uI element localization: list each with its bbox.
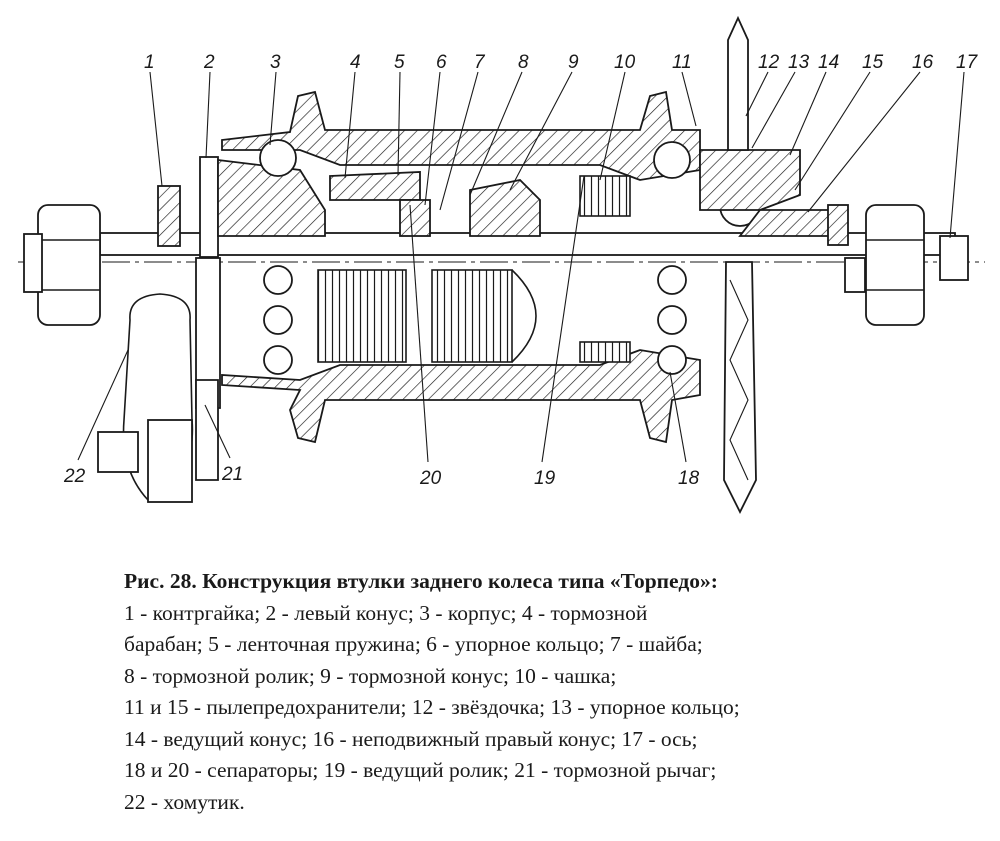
callout-5: 5: [394, 52, 405, 73]
hub-cross-section-drawing: 1 2 3 4 5 6 7 8 9 10 11 12 13 14 15 16 1…: [18, 15, 985, 515]
band-spring-and-brake-cone: [399, 175, 631, 363]
caption-line: 18 и 20 - сепараторы; 19 - ведущий ролик…: [124, 758, 717, 782]
callout-14: 14: [818, 52, 839, 73]
left-nut: [23, 204, 101, 326]
callout-10: 10: [614, 52, 636, 73]
callout-21: 21: [221, 464, 243, 485]
callout-2: 2: [203, 52, 215, 73]
callout-labels: 1 2 3 4 5 6 7 8 9 10 11 12 13 14 15 16 1…: [63, 52, 979, 489]
callout-22: 22: [63, 466, 86, 487]
driving-cone: [699, 149, 831, 237]
callout-8: 8: [518, 52, 529, 73]
axle: [18, 232, 985, 281]
brake-drum: [317, 171, 537, 363]
caption-title: Рис. 28. Конструкция втулки заднего коле…: [124, 569, 718, 593]
callout-18: 18: [678, 468, 700, 489]
caption-line: 14 - ведущий конус; 16 - неподвижный пра…: [124, 726, 698, 751]
hub-shell-upper: [221, 90, 701, 181]
caption-line: 8 - тормозной ролик; 9 - тормозной конус…: [124, 663, 617, 688]
callout-7: 7: [474, 52, 486, 73]
callout-11: 11: [672, 52, 692, 73]
brake-lever: [195, 257, 221, 481]
figure-caption: Рис. 28. Конструкция втулки заднего коле…: [124, 566, 984, 818]
caption-line: 11 и 15 - пылепредохранители; 12 - звёзд…: [124, 695, 740, 719]
callout-12: 12: [758, 52, 780, 73]
callout-16: 16: [912, 52, 934, 73]
leader-lines: [77, 71, 965, 463]
clamp: [97, 293, 194, 503]
callout-15: 15: [862, 52, 884, 73]
caption-line: 22 - хомутик.: [124, 789, 245, 814]
left-cone: [199, 156, 326, 258]
left-locknut: [157, 185, 181, 247]
callout-3: 3: [270, 52, 281, 73]
callout-19: 19: [534, 468, 556, 489]
callout-9: 9: [568, 52, 579, 73]
caption-line: 1 - контргайка; 2 - левый конус; 3 - кор…: [124, 600, 648, 625]
left-bearing-balls: [259, 139, 297, 375]
hub-shell-lower: [221, 349, 701, 444]
callout-1: 1: [144, 52, 155, 73]
right-nuts: [827, 204, 925, 326]
callout-13: 13: [788, 52, 810, 73]
callout-6: 6: [436, 52, 447, 73]
callout-4: 4: [350, 52, 361, 73]
caption-line: барабан; 5 - ленточная пружина; 6 - упор…: [124, 632, 703, 656]
sprocket: [723, 15, 757, 515]
callout-20: 20: [419, 468, 442, 489]
callout-17: 17: [956, 52, 979, 73]
